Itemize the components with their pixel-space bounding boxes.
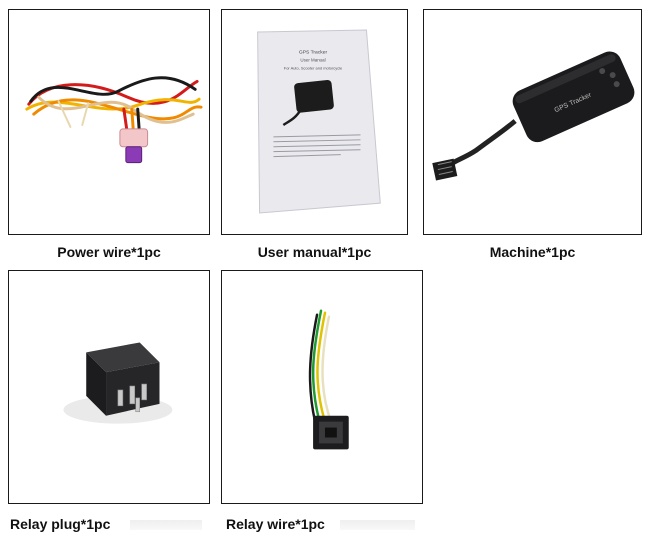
relay-plug-image <box>63 342 173 424</box>
caption-user-manual: User manual*1pc <box>257 244 372 260</box>
user-manual-image: GPS Tracker User Manual For Auto, Scoote… <box>257 29 381 214</box>
caption-power-wire: Power wire*1pc <box>57 244 161 260</box>
power-wire-image <box>25 76 203 164</box>
caption-machine: Machine*1pc <box>489 244 576 260</box>
relay-wire-image <box>308 309 349 450</box>
manual-subtitle: User Manual <box>300 58 325 63</box>
caption-relay-plug: Relay plug*1pc <box>10 516 111 532</box>
product-card-user-manual: GPS Tracker User Manual For Auto, Scoote… <box>221 9 408 235</box>
product-card-power-wire <box>8 9 210 235</box>
product-card-relay-plug <box>8 270 210 504</box>
manual-title: GPS Tracker <box>299 50 328 56</box>
faded-caption-remnant <box>340 520 415 530</box>
manual-tagline: For Auto, Scooter and motorcycle <box>284 66 343 71</box>
gps-tracker-device-image: GPS Tracker <box>432 51 635 181</box>
faded-caption-remnant <box>130 520 202 530</box>
product-card-machine: GPS Tracker <box>423 9 642 235</box>
product-card-relay-wire <box>221 270 423 504</box>
caption-relay-wire: Relay wire*1pc <box>226 516 325 532</box>
